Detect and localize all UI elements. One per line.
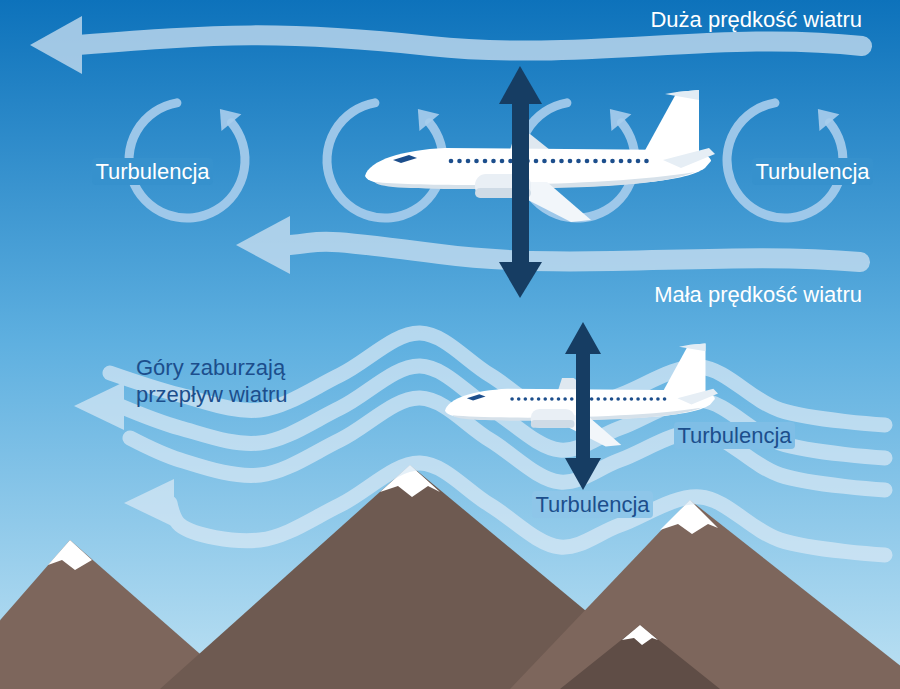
window bbox=[457, 159, 462, 164]
label-box: Turbulencja bbox=[80, 158, 225, 185]
wind-waves bbox=[74, 333, 885, 555]
window bbox=[643, 397, 647, 401]
window bbox=[603, 397, 607, 401]
arrow-head bbox=[565, 458, 601, 490]
double-arrow bbox=[565, 322, 601, 490]
window bbox=[610, 397, 614, 401]
window bbox=[537, 397, 541, 401]
window bbox=[663, 397, 667, 401]
wind-wave bbox=[170, 463, 885, 555]
arrow-head bbox=[565, 322, 601, 354]
window bbox=[593, 159, 598, 164]
window bbox=[570, 397, 574, 401]
window bbox=[585, 159, 590, 164]
window bbox=[576, 159, 581, 164]
arrow-head bbox=[236, 216, 290, 274]
window bbox=[543, 397, 547, 401]
arrow-head bbox=[220, 109, 242, 131]
tail-shade bbox=[679, 344, 706, 352]
mountain bbox=[510, 500, 900, 689]
snow-cap bbox=[48, 540, 92, 570]
arrow-head bbox=[30, 16, 82, 74]
engine bbox=[531, 409, 575, 428]
stabilizer bbox=[663, 148, 715, 168]
window bbox=[524, 397, 528, 401]
window bbox=[530, 397, 534, 401]
window bbox=[590, 397, 594, 401]
window bbox=[491, 159, 496, 164]
airplane bbox=[365, 90, 715, 222]
window bbox=[627, 159, 632, 164]
arrow-head bbox=[418, 109, 440, 131]
arrow-head bbox=[74, 382, 124, 430]
window bbox=[510, 397, 514, 401]
window bbox=[610, 159, 615, 164]
arrow-head bbox=[499, 66, 542, 104]
window bbox=[602, 159, 607, 164]
window bbox=[596, 397, 600, 401]
window bbox=[474, 159, 479, 164]
window bbox=[630, 397, 634, 401]
cockpit-window bbox=[467, 394, 486, 400]
window bbox=[466, 159, 471, 164]
tail-shade bbox=[665, 90, 699, 100]
turbulence-label: Turbulencja bbox=[532, 491, 652, 518]
cockpit-window bbox=[393, 155, 417, 163]
note-label: Góry zaburzają przepływ wiatru bbox=[133, 354, 333, 408]
wind-wave bbox=[110, 333, 885, 425]
turbulence-label: Turbulencja bbox=[92, 158, 212, 185]
mountain bbox=[560, 625, 720, 689]
arrow-shaft bbox=[512, 100, 529, 266]
label-box: Mała prędkość wiatru bbox=[600, 281, 865, 308]
turbulence-label: Turbulencja bbox=[752, 158, 872, 185]
stabilizer bbox=[677, 389, 718, 405]
window bbox=[636, 397, 640, 401]
window bbox=[636, 159, 641, 164]
label-box: Turbulencja bbox=[662, 422, 807, 449]
arrow-head bbox=[499, 262, 542, 298]
window bbox=[650, 397, 654, 401]
label-box: Turbulencja bbox=[740, 158, 885, 185]
window bbox=[517, 397, 521, 401]
turbulence-label: Turbulencja bbox=[674, 422, 794, 449]
arrow-shaft bbox=[576, 352, 590, 462]
wind-speed-label: Duża prędkość wiatru bbox=[647, 6, 865, 33]
wind-speed-label: Mała prędkość wiatru bbox=[651, 281, 865, 308]
label-box: Turbulencja bbox=[520, 491, 665, 518]
wind-arrows bbox=[30, 16, 862, 274]
window bbox=[449, 159, 454, 164]
arrow-head bbox=[818, 109, 840, 131]
snow-cap bbox=[622, 625, 658, 645]
window bbox=[551, 159, 556, 164]
tail-fin bbox=[662, 344, 706, 399]
window bbox=[656, 397, 660, 401]
mountains bbox=[0, 465, 900, 689]
wind-arrow bbox=[78, 35, 862, 50]
engine-shade bbox=[531, 420, 575, 428]
label-box: Góry zaburzają przepływ wiatru bbox=[133, 354, 333, 408]
window bbox=[623, 397, 627, 401]
window bbox=[568, 159, 573, 164]
arrow-head bbox=[124, 479, 174, 527]
window bbox=[534, 159, 539, 164]
window bbox=[483, 159, 488, 164]
window bbox=[644, 159, 649, 164]
label-box: Duża prędkość wiatru bbox=[600, 6, 865, 33]
window bbox=[563, 397, 567, 401]
window bbox=[557, 397, 561, 401]
wind-arrow bbox=[290, 242, 860, 262]
window bbox=[559, 159, 564, 164]
turbulence-swirls bbox=[129, 103, 843, 218]
tail-fin bbox=[643, 90, 699, 160]
arrow-head bbox=[610, 109, 632, 131]
window bbox=[616, 397, 620, 401]
window bbox=[500, 159, 505, 164]
double-arrow bbox=[499, 66, 542, 298]
window bbox=[619, 159, 624, 164]
window bbox=[550, 397, 554, 401]
window bbox=[542, 159, 547, 164]
